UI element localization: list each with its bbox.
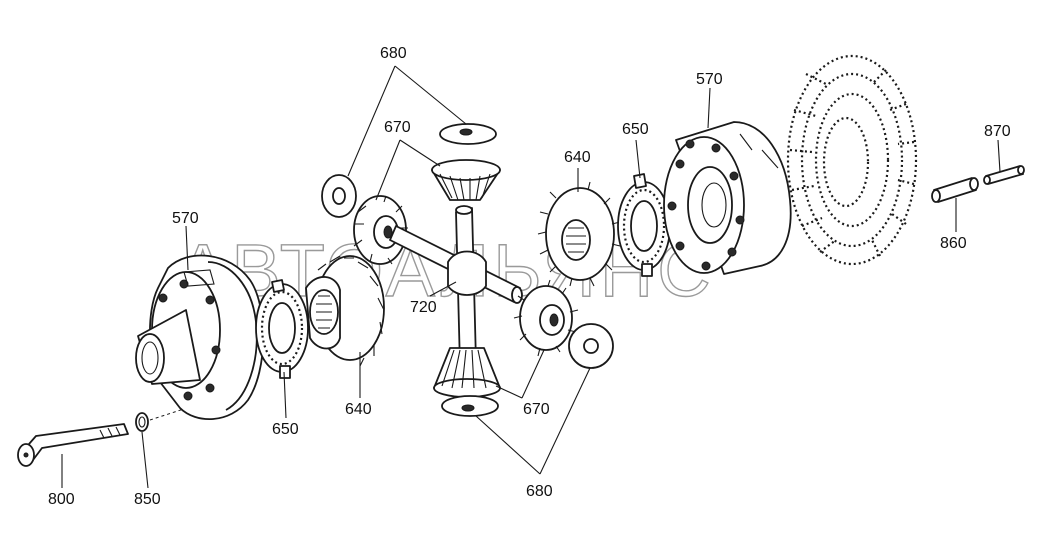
washer-850 (135, 412, 149, 432)
label-570-right: 570 (696, 71, 723, 88)
leader-650-right (635, 139, 641, 179)
pinion-gear-670-right (513, 279, 579, 357)
side-gear-640-left (305, 255, 385, 367)
leader-650-left (283, 371, 287, 419)
label-670-top: 670 (384, 119, 411, 136)
leader-570-right (707, 87, 711, 129)
label-650-right: 650 (622, 121, 649, 138)
label-640-left: 640 (345, 401, 372, 418)
sleeve-860 (931, 177, 979, 203)
label-640-right: 640 (564, 149, 591, 166)
leader-680-top (347, 65, 467, 177)
label-670-bottom: 670 (523, 401, 550, 418)
pinion-gear-670-top (431, 159, 501, 201)
crown-wheel (786, 54, 918, 266)
label-570-left: 570 (172, 210, 199, 227)
leader-850 (141, 431, 149, 489)
side-gear-640-right (537, 181, 621, 287)
label-720: 720 (410, 299, 437, 316)
thrust-washer-680-right (568, 323, 614, 369)
housing-570-left (135, 254, 265, 420)
label-850: 850 (134, 491, 161, 508)
leader-670-bottom (495, 349, 545, 399)
thrust-washer-680-top-left (321, 174, 357, 218)
leader-670-top (375, 139, 441, 201)
spider-cross-720 (389, 205, 523, 367)
leader-870 (997, 139, 1001, 173)
label-680-top: 680 (380, 45, 407, 62)
thrust-washer-650-left (255, 279, 309, 379)
pinion-gear-670-bottom (433, 347, 501, 398)
label-800: 800 (48, 491, 75, 508)
thrust-washer-680-bottom (441, 395, 499, 417)
leader-680-bottom (475, 367, 591, 475)
label-650-left: 650 (272, 421, 299, 438)
label-870: 870 (984, 123, 1011, 140)
bolt-800 (17, 423, 129, 467)
housing-570-right (663, 121, 792, 275)
label-680-bottom: 680 (526, 483, 553, 500)
pin-870 (983, 165, 1025, 185)
label-860: 860 (940, 235, 967, 252)
thrust-washer-680-top (439, 123, 497, 145)
leader-720 (429, 281, 457, 297)
leader-570-left (185, 225, 189, 271)
